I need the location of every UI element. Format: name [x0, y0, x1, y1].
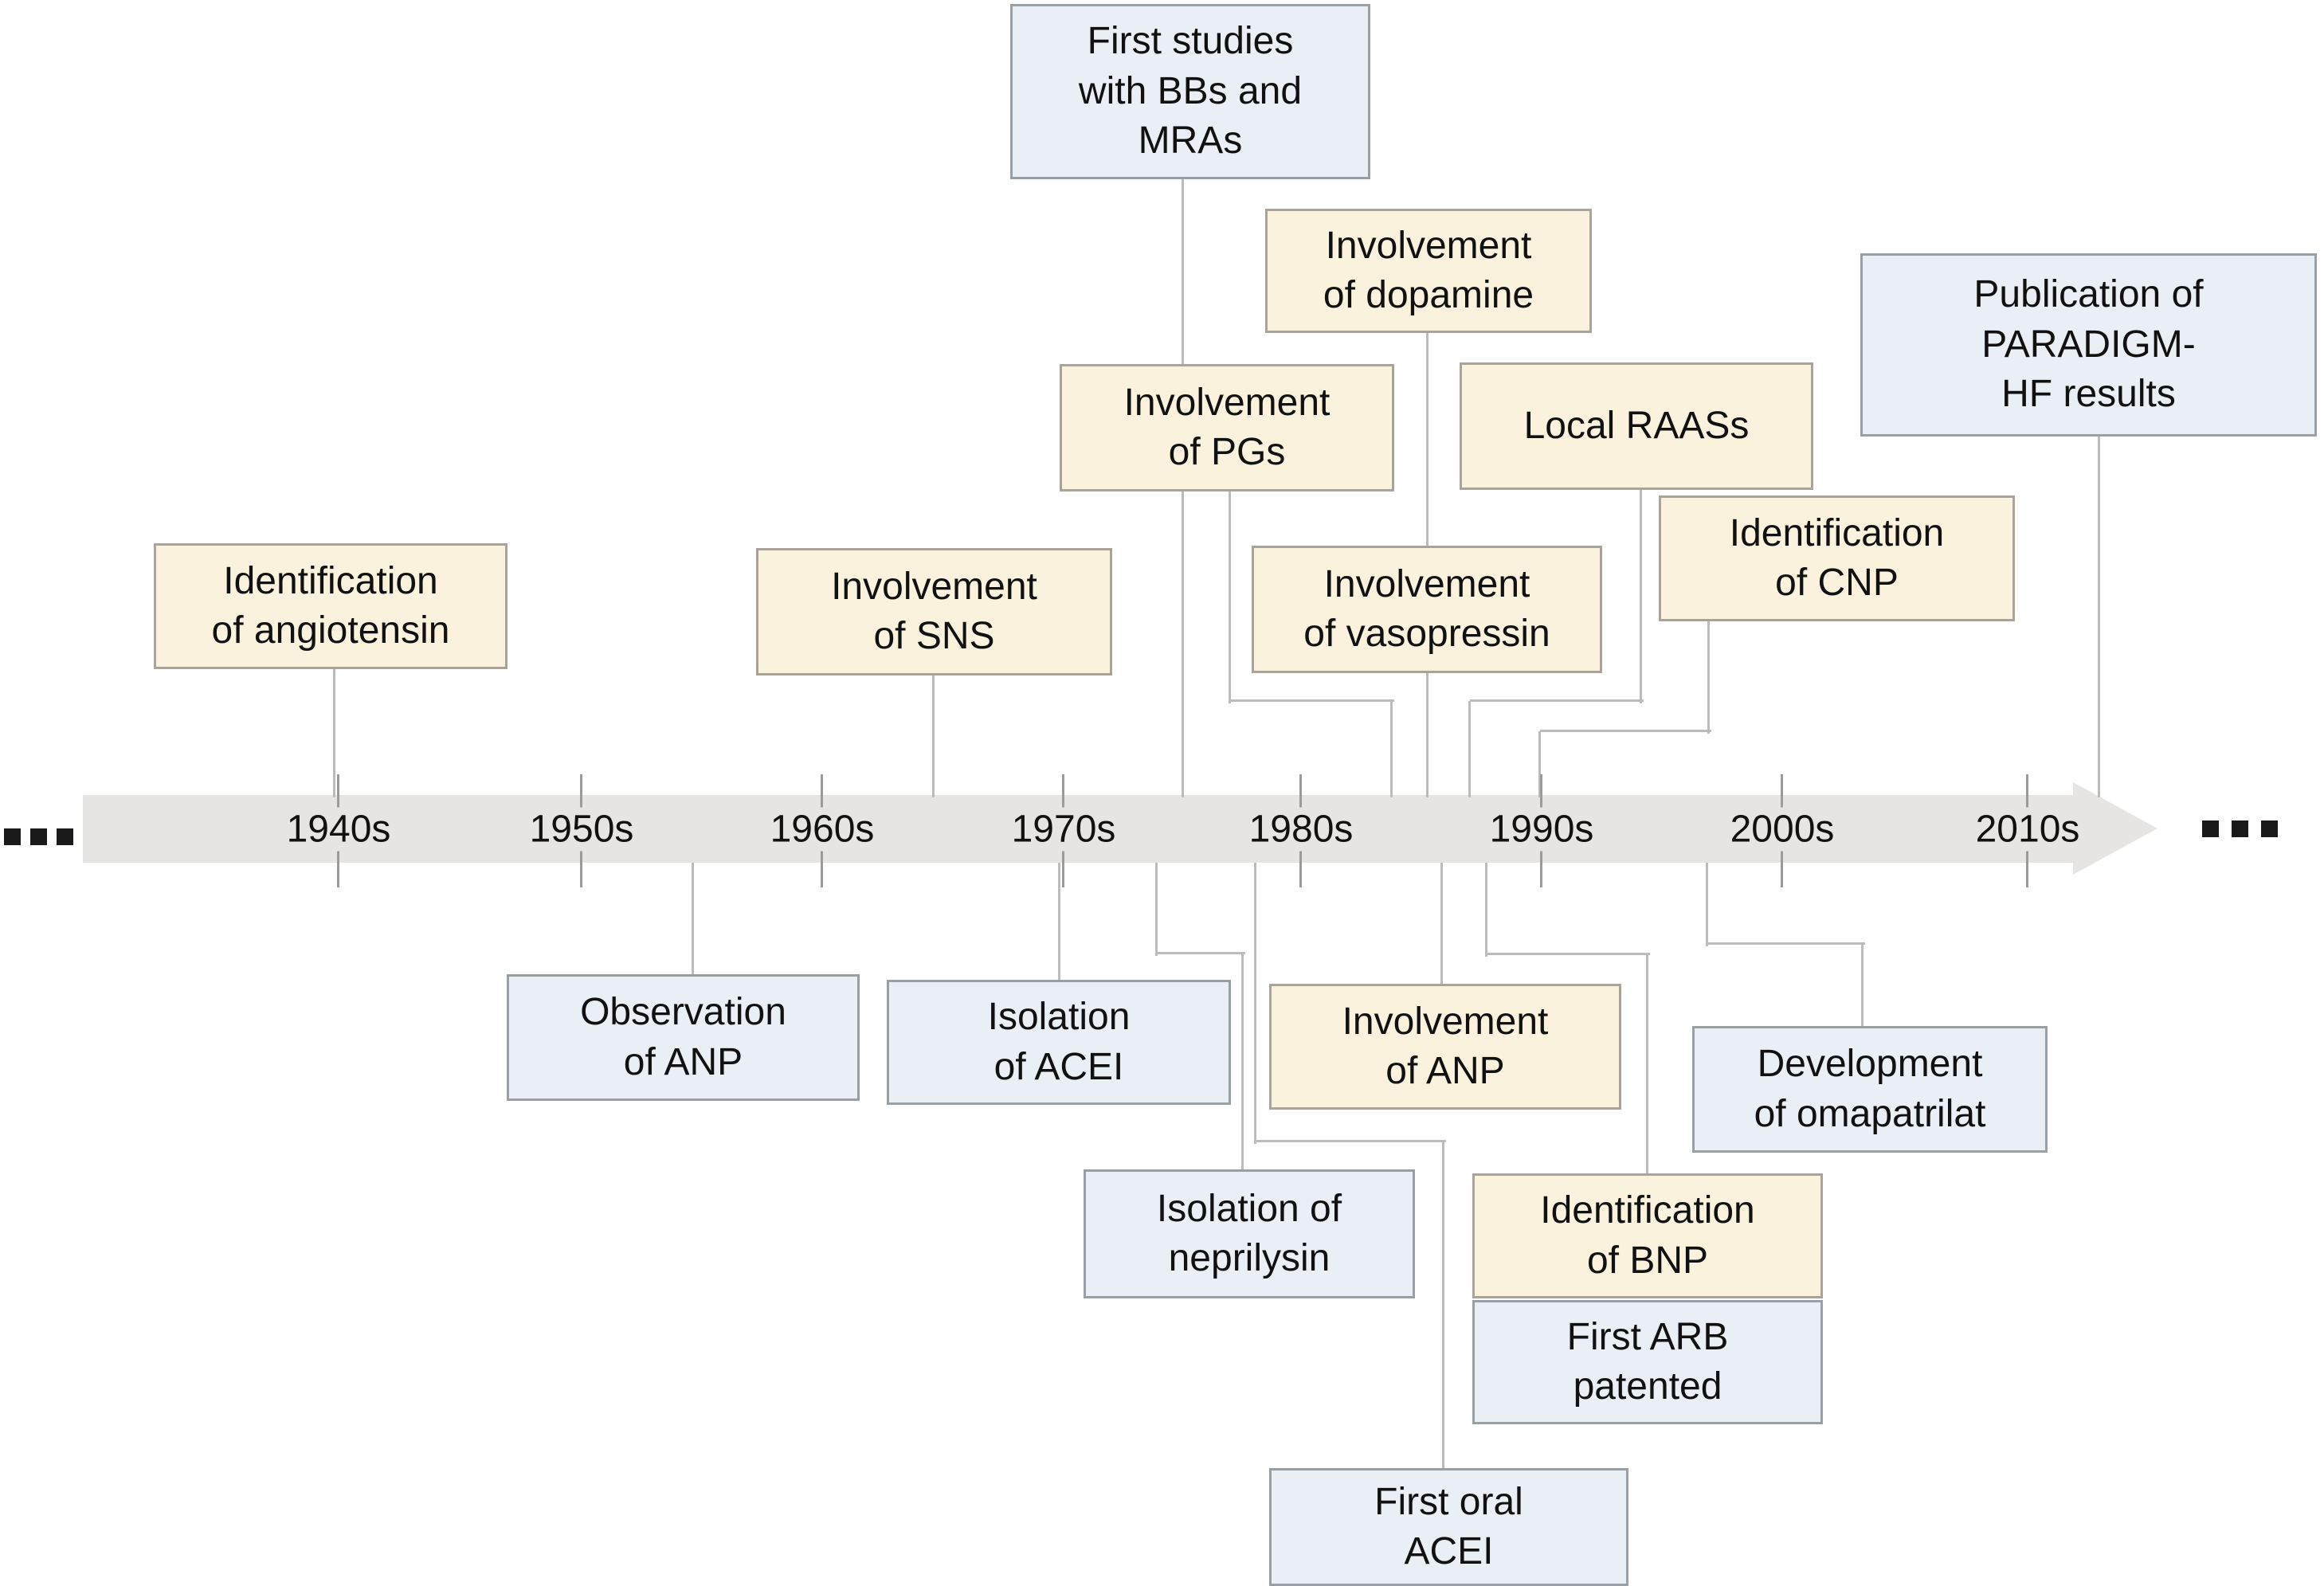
connector-link-sns: [932, 676, 935, 797]
connector-link-observation-anp: [692, 863, 694, 978]
connector-link-pgs: [1229, 490, 1231, 703]
connector-link-neprilysin: [1157, 952, 1245, 954]
decade-label-1990s: 1990s: [1481, 807, 1602, 851]
event-box-publication-paradigm-hf: Publication of PARADIGM- HF results: [1860, 253, 2317, 437]
connector-link-omapatrilat: [1861, 944, 1864, 1030]
decade-label-1970s: 1970s: [1003, 807, 1124, 851]
event-box-involvement-of-pgs: Involvement of PGs: [1060, 364, 1394, 491]
connector-link-neprilysin: [1241, 954, 1244, 1173]
event-box-isolation-of-neprilysin: Isolation of neprilysin: [1084, 1169, 1415, 1298]
connector-link-first-oral-acei: [1256, 1140, 1446, 1142]
connector-link-local-raass: [1468, 701, 1471, 797]
event-box-identification-of-angiotensin: Identification of angiotensin: [154, 543, 508, 669]
connector-link-pgs: [1230, 699, 1394, 702]
connector-link-bnp: [1646, 954, 1648, 1177]
connector-link-isolation-acei: [1058, 863, 1060, 984]
decade-label-1940s: 1940s: [278, 807, 399, 851]
decade-label-1960s: 1960s: [762, 807, 883, 851]
event-box-development-of-omapatrilat: Development of omapatrilat: [1692, 1026, 2048, 1153]
ellipsis-left-dot-2: [30, 828, 47, 845]
connector-link-paradigm: [2098, 435, 2100, 797]
event-box-observation-of-anp: Observation of ANP: [507, 974, 860, 1101]
event-box-first-arb-patented: First ARB patented: [1472, 1300, 1823, 1424]
event-box-isolation-of-acei: Isolation of ACEI: [887, 980, 1231, 1105]
ellipsis-left-dot-3: [57, 828, 73, 845]
event-box-involvement-of-anp: Involvement of ANP: [1269, 984, 1621, 1110]
connector-link-cnp: [1540, 730, 1711, 732]
connector-link-cnp: [1707, 620, 1710, 734]
connector-link-cnp: [1538, 731, 1541, 797]
event-box-involvement-of-sns: Involvement of SNS: [756, 548, 1112, 676]
ellipsis-right-dot-2: [2232, 820, 2248, 837]
connector-link-bnp: [1487, 953, 1650, 955]
event-box-identification-of-cnp: Identification of CNP: [1659, 495, 2015, 621]
ellipsis-left-dot-1: [4, 828, 21, 845]
connector-link-angiotensin: [333, 669, 335, 797]
connector-link-omapatrilat: [1707, 942, 1865, 945]
decade-label-1980s: 1980s: [1240, 807, 1362, 851]
ellipsis-right-dot-3: [2261, 820, 2278, 837]
decade-label-1950s: 1950s: [521, 807, 642, 851]
decade-label-2010s: 2010s: [1967, 807, 2088, 851]
connector-link-first-oral-acei: [1442, 1142, 1444, 1472]
event-box-first-oral-acei: First oral ACEI: [1269, 1468, 1628, 1586]
connector-link-local-raass: [1640, 488, 1642, 703]
connector-link-local-raass: [1470, 699, 1644, 702]
event-box-local-raass: Local RAASs: [1460, 362, 1813, 490]
connector-link-pgs: [1390, 701, 1393, 797]
event-box-involvement-of-vasopressin: Involvement of vasopressin: [1252, 546, 1602, 673]
ellipsis-right-dot-1: [2202, 820, 2219, 837]
event-box-identification-of-bnp: Identification of BNP: [1472, 1173, 1823, 1298]
decade-label-2000s: 2000s: [1722, 807, 1843, 851]
event-box-first-studies-bbs-mras: First studies with BBs and MRAs: [1010, 4, 1370, 179]
connector-link-involvement-anp: [1440, 863, 1443, 988]
connector-link-omapatrilat: [1706, 863, 1708, 946]
connector-link-first-oral-acei: [1254, 863, 1256, 1144]
connector-link-bnp: [1485, 863, 1487, 957]
event-box-involvement-of-dopamine: Involvement of dopamine: [1265, 209, 1592, 333]
connector-link-neprilysin: [1155, 863, 1158, 956]
